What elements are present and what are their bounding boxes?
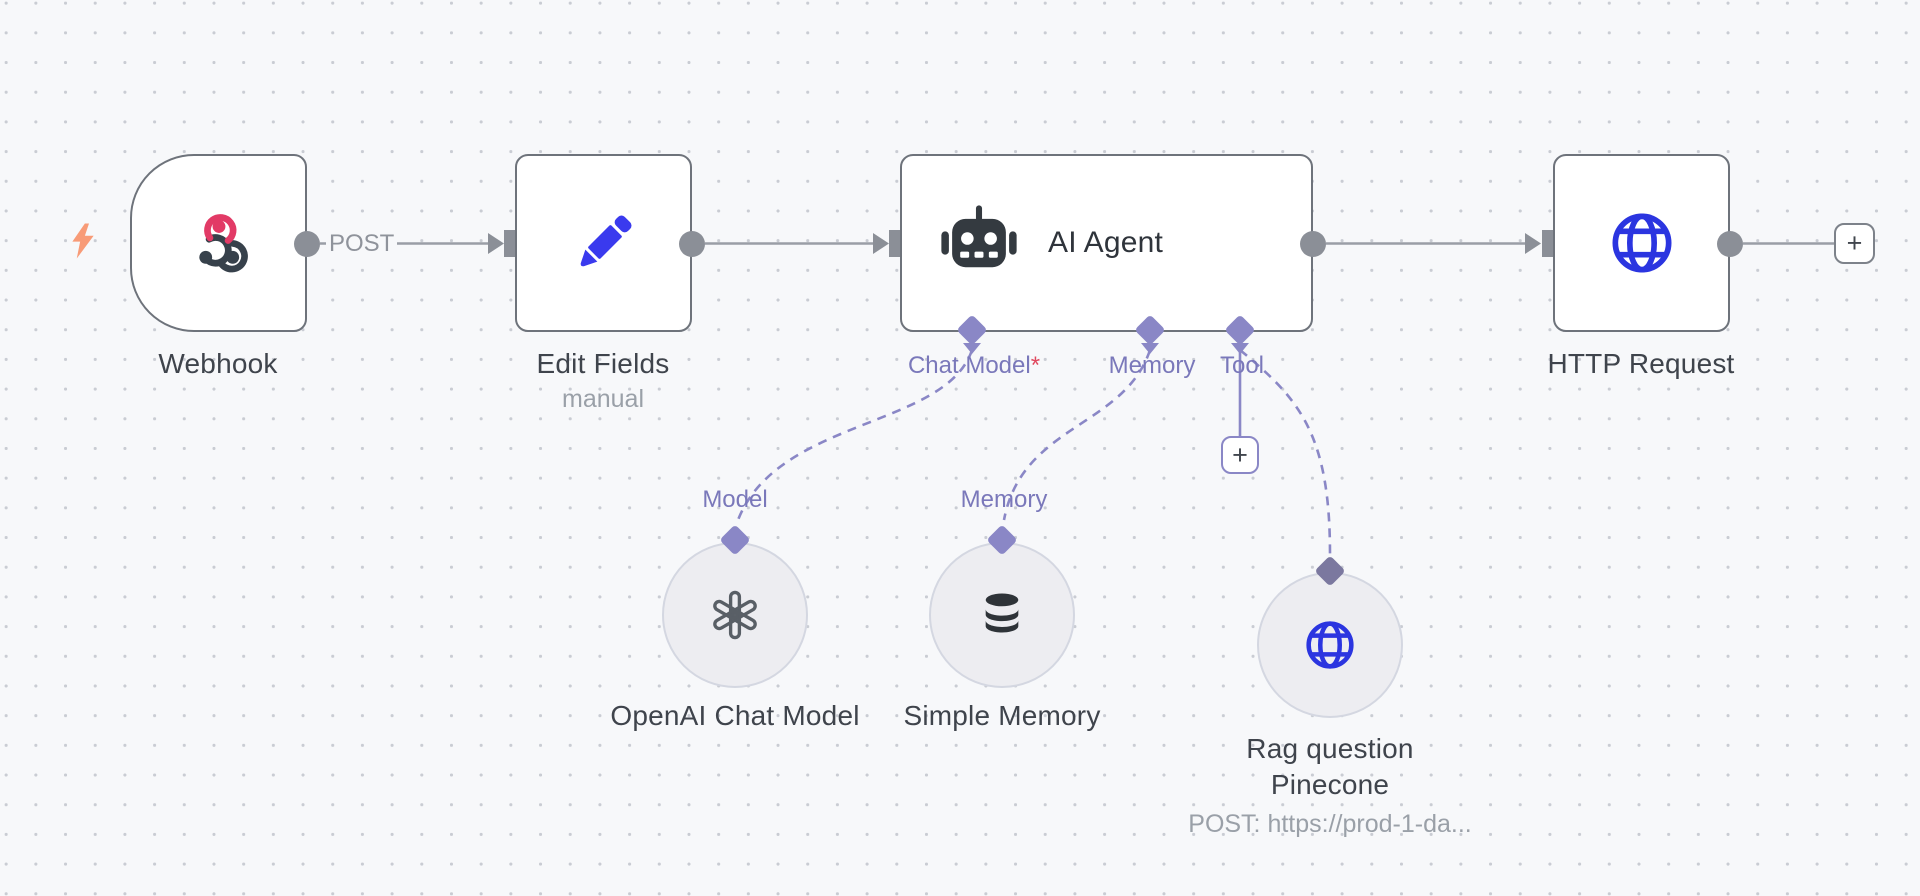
rag-pinecone-subtitle: POST: https://prod-1-da... [1188,810,1472,838]
chat-model-port-arrow [963,343,981,354]
chat-model-connector-label: Chat Model* [908,352,1040,380]
rag-pinecone-label-line1: Rag question [1246,733,1414,764]
lightning-trigger-icon [68,222,98,260]
node-webhook[interactable] [130,154,307,332]
edit-fields-node-label: Edit Fields [536,348,670,379]
openai-model-input-label: Model [702,486,768,513]
node-ai-agent[interactable]: AI Agent [900,154,1313,332]
rag-pinecone-label-line2: Pinecone [1270,769,1390,800]
ai-agent-output-port[interactable] [1300,230,1326,257]
node-http-request[interactable] [1553,154,1730,332]
tool-connector-label: Tool [1219,352,1265,379]
ai-agent-title: AI Agent [1048,226,1164,259]
webhook-node-label: Webhook [158,348,278,379]
webhook-method-badge: POST [326,229,398,258]
webhook-output-port[interactable] [294,230,320,257]
http-request-node-label: HTTP Request [1547,348,1735,379]
node-rag-question-pinecone[interactable] [1257,572,1403,718]
node-openai-chat-model[interactable] [662,542,808,688]
simple-memory-input-label: Memory [960,486,1048,513]
memory-connector-label: Memory [1108,352,1196,379]
chat-model-label-text: Chat Model [907,352,1031,379]
required-asterisk: * [1030,352,1041,379]
pencil-icon [567,206,641,280]
ai-agent-input-port[interactable] [889,230,900,257]
http-request-input-port[interactable] [1542,230,1553,257]
edit-fields-node-subtitle: manual [562,385,644,413]
plus-icon: + [1846,228,1863,258]
memory-port-arrow [1141,343,1159,354]
simple-memory-label: Simple Memory [903,700,1101,731]
node-edit-fields[interactable] [515,154,692,332]
edit-fields-output-port[interactable] [679,230,705,257]
plus-icon: + [1232,439,1248,470]
globe-icon [1298,613,1362,677]
node-simple-memory[interactable] [929,542,1075,688]
openai-icon [704,584,766,646]
add-next-node-button[interactable]: + [1834,223,1875,264]
tool-port-arrow [1231,343,1249,354]
openai-chat-model-label: OpenAI Chat Model [610,700,860,731]
globe-icon [1602,203,1682,283]
add-tool-button[interactable]: + [1221,436,1259,474]
robot-icon [936,200,1022,286]
database-icon [973,586,1031,644]
edit-fields-input-port[interactable] [504,230,515,257]
http-request-output-port[interactable] [1717,230,1743,257]
webhook-icon [184,208,254,278]
